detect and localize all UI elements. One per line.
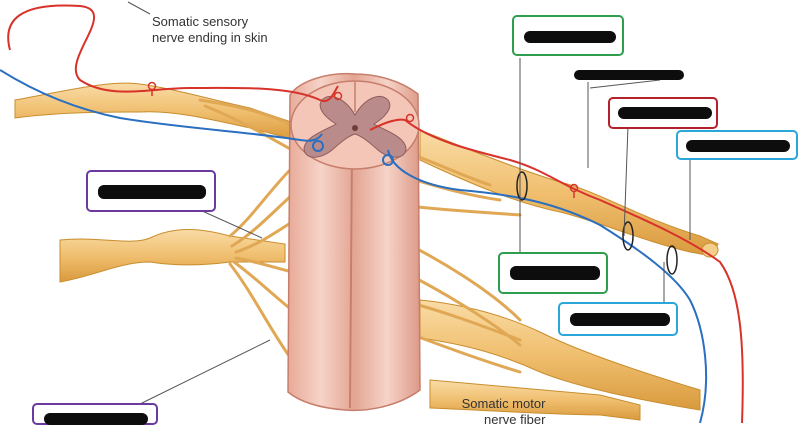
sensory-cell-body-right [569,183,579,193]
motor-fiber-right [387,149,708,423]
sensory-fiber-left [7,4,339,103]
redacted-label [524,31,616,43]
label-box-top-right-3 [676,130,798,160]
label-box-left-lower [32,403,158,425]
redacted-label [44,413,148,425]
leader-lines [127,1,691,405]
dorsal-horn-neuron-left [333,91,343,101]
leader-line-7 [199,209,263,239]
redacted-floating-label [574,70,684,80]
motor-fiber-left [0,69,323,142]
redacted-label [98,185,206,199]
leader-line-8 [139,339,271,405]
redacted-label [510,266,600,280]
motor-nerve-fiber-caption: Somatic motor nerve fiber [456,396,546,428]
redacted-label [618,107,712,119]
dorsal-horn-neuron-right [405,113,415,123]
spinal-cord [287,72,421,412]
label-box-left-upper [86,170,216,212]
redacted-label [570,313,670,326]
dorsal-rootlets-left [198,98,294,152]
sensory-caption-line-2: nerve ending in skin [152,30,268,45]
leader-line-1 [127,1,151,15]
left-middle-nerve-trunk [59,229,286,283]
leader-line-9 [589,79,661,89]
sensory-nerve-ending-caption: Somatic sensory nerve ending in skin [152,14,268,46]
epineurium-ring-3 [666,245,678,275]
epineurium-ring-1 [516,171,528,201]
motor-caption-line-2: nerve fiber [484,412,546,427]
redacted-label [686,140,790,152]
leader-line-4 [623,125,629,237]
ventral-horn-neuron-left [312,140,324,152]
ventral-horn-neuron-right [382,154,394,166]
label-box-top-right-2 [608,97,718,129]
label-box-right-lower-1 [498,252,608,294]
label-box-top-right-1 [512,15,624,56]
right-rootlets [398,148,522,374]
nerve-trunks [14,82,719,421]
motor-caption-line-1: Somatic motor [461,396,546,411]
sensory-fiber-right [369,118,744,423]
anterior-median-fissure [349,149,353,409]
nerve-fibers [0,4,744,423]
bottom-right-nerve-trunk [429,379,641,421]
epineurium-ring-2 [622,221,634,251]
left-rootlets [228,168,294,362]
sensory-cell-body-left [147,81,157,91]
label-box-right-lower-2 [558,302,678,336]
sensory-caption-line-1: Somatic sensory [152,14,249,29]
central-canal [352,125,358,131]
